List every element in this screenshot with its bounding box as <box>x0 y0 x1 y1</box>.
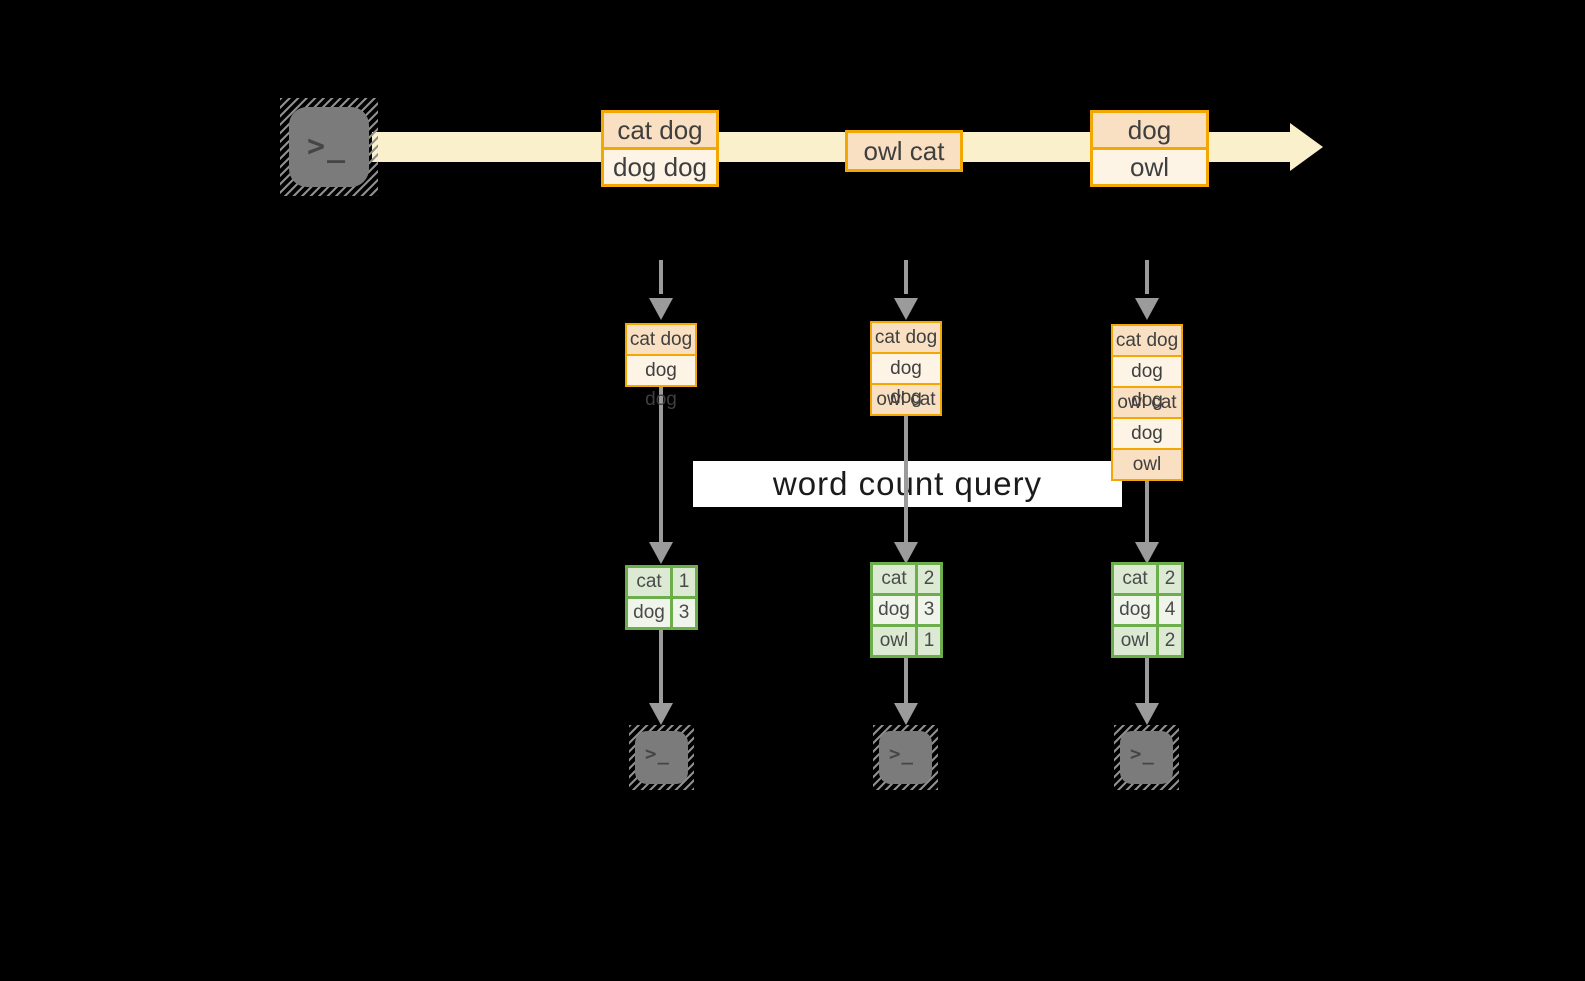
sink-terminal-icon-2: >_ <box>873 725 938 790</box>
ingest-arrow-line-1 <box>659 260 663 294</box>
word-cell: dog <box>873 596 918 624</box>
record-box-1: cat dog dog dog <box>601 110 719 187</box>
sink-terminal-icon-1: >_ <box>629 725 694 790</box>
count-row: dog 3 <box>873 593 940 624</box>
buffer-row: cat dog <box>627 325 695 354</box>
count-table-2: cat 2 dog 3 owl 1 <box>870 562 943 658</box>
buffer-stack-2: cat dog dog dog owl cat <box>870 321 942 416</box>
record-row: dog dog <box>604 147 716 184</box>
record-box-3: dog owl <box>1090 110 1209 187</box>
count-row: owl 1 <box>873 624 940 655</box>
prompt-icon: >_ <box>307 129 348 164</box>
count-cell: 2 <box>1164 568 1176 589</box>
count-table-3: cat 2 dog 4 owl 2 <box>1111 562 1184 658</box>
word-cell: cat <box>628 568 673 596</box>
buffer-row: owl cat <box>1113 386 1181 417</box>
terminal-body: >_ <box>289 107 369 187</box>
count-cell: 1 <box>678 571 690 592</box>
count-table-1: cat 1 dog 3 <box>625 565 698 630</box>
query-arrow-head-icon-3 <box>1135 542 1159 564</box>
source-terminal-icon: >_ <box>280 98 378 196</box>
count-row: cat 2 <box>1114 565 1181 593</box>
word-cell: owl <box>1114 627 1159 655</box>
count-cell: 1 <box>923 630 935 651</box>
query-arrow-head-icon-1 <box>649 542 673 564</box>
ingest-arrow-line-2 <box>904 260 908 294</box>
output-arrow-line-2 <box>904 658 908 703</box>
ingest-arrow-line-3 <box>1145 260 1149 294</box>
output-arrow-line-3 <box>1145 658 1149 703</box>
query-arrow-line-2 <box>904 415 908 542</box>
ingest-arrow-head-icon-2 <box>894 298 918 320</box>
query-arrow-line-3 <box>1145 478 1149 542</box>
count-cell: 3 <box>678 602 690 623</box>
count-row: cat 2 <box>873 565 940 593</box>
ingest-arrow-head-icon-3 <box>1135 298 1159 320</box>
record-row: dog <box>1093 113 1206 147</box>
buffer-stack-1: cat dog dog dog <box>625 323 697 410</box>
record-row: owl cat <box>848 133 960 169</box>
prompt-icon: >_ <box>889 743 914 765</box>
output-arrow-line-1 <box>659 630 663 703</box>
count-cell: 2 <box>1164 630 1176 651</box>
output-arrow-head-icon-3 <box>1135 703 1159 725</box>
record-row: cat dog <box>604 113 716 147</box>
query-arrow-head-icon-2 <box>894 542 918 564</box>
buffer-row: dog dog <box>627 354 695 410</box>
buffer-row: owl cat <box>872 383 940 414</box>
terminal-body: >_ <box>1120 731 1173 784</box>
word-cell: cat <box>873 565 918 593</box>
word-cell: dog <box>1114 596 1159 624</box>
word-cell: cat <box>1114 565 1159 593</box>
buffer-row: owl <box>1113 448 1181 479</box>
prompt-icon: >_ <box>645 743 670 765</box>
terminal-body: >_ <box>879 731 932 784</box>
prompt-icon: >_ <box>1130 743 1155 765</box>
buffer-stack-3: cat dog dog dog owl cat dog owl <box>1111 324 1183 481</box>
count-row: dog 3 <box>628 596 695 627</box>
buffer-row: cat dog <box>1113 326 1181 355</box>
count-row: owl 2 <box>1114 624 1181 655</box>
count-row: cat 1 <box>628 568 695 596</box>
stream-timeline-arrowhead-icon <box>1290 123 1323 171</box>
buffer-row: dog <box>1113 417 1181 448</box>
sink-terminal-icon-3: >_ <box>1114 725 1179 790</box>
record-box-2: owl cat <box>845 130 963 172</box>
terminal-body: >_ <box>635 731 688 784</box>
count-row: dog 4 <box>1114 593 1181 624</box>
count-cell: 2 <box>923 568 935 589</box>
count-cell: 3 <box>923 599 935 620</box>
count-cell: 4 <box>1164 599 1176 620</box>
buffer-row: dog dog <box>872 352 940 408</box>
record-row: owl <box>1093 147 1206 184</box>
output-arrow-head-icon-1 <box>649 703 673 725</box>
buffer-row: dog dog <box>1113 355 1181 411</box>
word-cell: owl <box>873 627 918 655</box>
output-arrow-head-icon-2 <box>894 703 918 725</box>
buffer-row: cat dog <box>872 323 940 352</box>
ingest-arrow-head-icon-1 <box>649 298 673 320</box>
word-cell: dog <box>628 599 673 627</box>
query-arrow-line-1 <box>659 385 663 542</box>
